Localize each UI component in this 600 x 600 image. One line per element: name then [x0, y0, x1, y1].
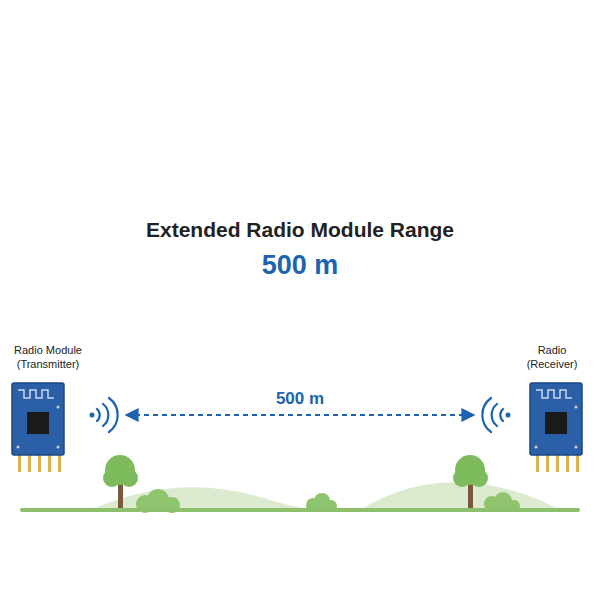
radio-module-node: Radio (Receiver): [474, 344, 592, 476]
module-label: Radio Module (Transmitter): [8, 344, 88, 372]
tree: [103, 455, 138, 508]
hill: [90, 487, 330, 510]
title: Extended Radio Module Range: [0, 218, 600, 242]
distance-label: 500 m: [273, 389, 327, 409]
module-label: Radio (Receiver): [517, 344, 587, 372]
ground-line: [22, 508, 578, 512]
range-value: 500 m: [0, 250, 600, 281]
radio-module: [530, 383, 582, 472]
range-arrow: [126, 414, 474, 416]
tree: [453, 455, 488, 508]
radio-module: [12, 383, 64, 472]
radio-module-node: Radio Module (Transmitter): [8, 344, 126, 476]
